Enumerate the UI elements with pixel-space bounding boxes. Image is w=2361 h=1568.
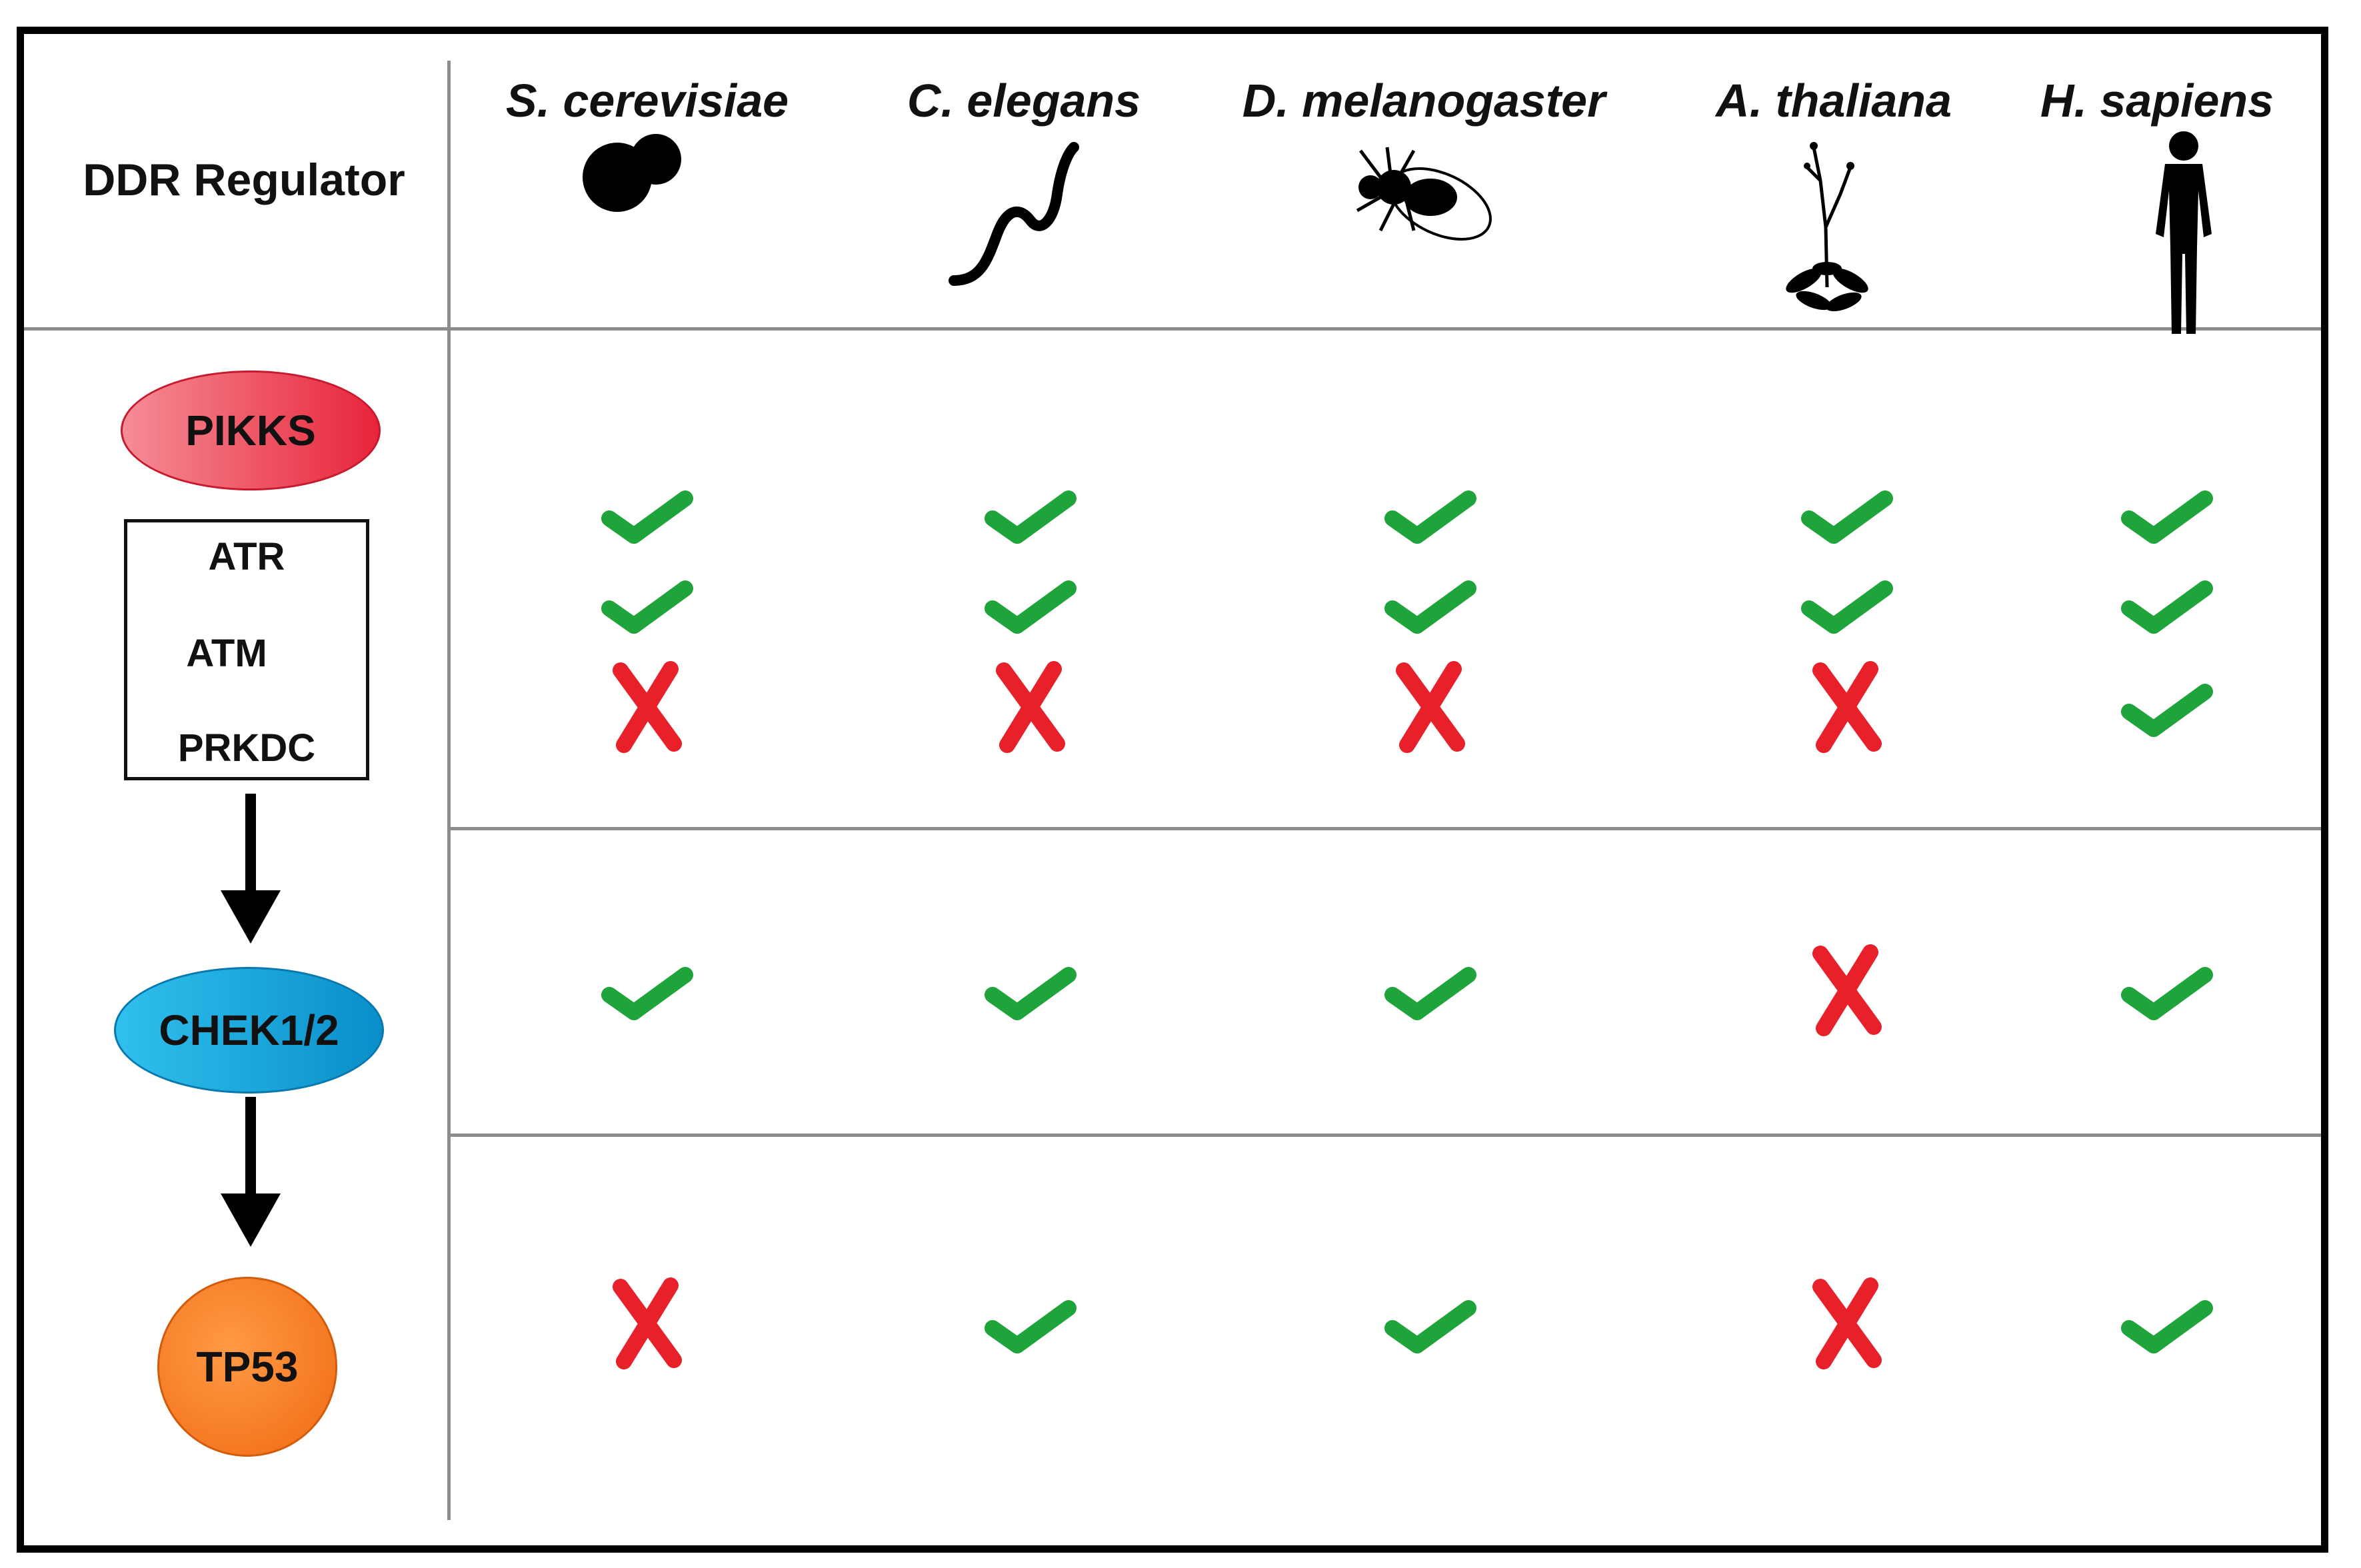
organism-name: D. melanogaster [1242,75,1606,127]
check-icon [601,490,693,544]
check-icon [985,490,1077,544]
fly-icon [1356,147,1492,241]
check-icon [601,967,693,1020]
check-icon [1801,580,1893,634]
check-icon [2121,684,2213,737]
chek-oval: CHEK1/2 [114,967,384,1094]
arrow-down-icon [221,1097,281,1247]
cross-icon [1812,944,1882,1036]
check-icon [1384,580,1476,634]
diagram-frame: DDR Regulator S. cerevisiae C. elegans D… [17,27,2328,1553]
tp53-circle: TP53 [157,1277,337,1457]
plant-icon [1786,142,1868,312]
check-icon [1384,1300,1476,1353]
check-icon [601,580,693,634]
kinase-label-prkdc: PRKDC [177,726,316,770]
human-icon [2156,131,2212,334]
check-icon [2121,1300,2213,1353]
organism-name: S. cerevisiae [505,75,789,127]
yeast-icon [583,134,681,212]
check-icon [1384,967,1476,1020]
row-divider-pikks-chek [451,827,2321,830]
organism-name: H. sapiens [2040,75,2274,127]
organism-name: A. thaliana [1716,75,1952,127]
cross-icon [1812,1277,1882,1369]
organism-name: C. elegans [907,75,1141,127]
check-icon [985,1300,1077,1353]
check-icon [2121,580,2213,634]
pikk-kinase-box: ATR ATM PRKDC [124,519,369,780]
kinase-label-atm: ATM [186,632,267,675]
cross-icon [613,1277,682,1369]
cross-icon [996,661,1065,753]
cross-icon [1396,661,1465,753]
check-icon [985,967,1077,1020]
kinase-label-atr: ATR [208,535,285,578]
check-icon [1384,490,1476,544]
arrow-down-icon [221,794,281,944]
cross-icon [613,661,682,753]
header-divider [24,327,2321,331]
pikks-oval: PIKKS [121,371,381,490]
check-icon [985,580,1077,634]
check-icon [2121,967,2213,1020]
column-divider [447,61,451,1520]
ddr-regulator-header: DDR Regulator [83,155,405,205]
check-icon [1801,490,1893,544]
row-divider-chek-tp53 [451,1134,2321,1137]
check-icon [2121,490,2213,544]
worm-icon [949,142,1079,286]
cross-icon [1812,661,1882,753]
